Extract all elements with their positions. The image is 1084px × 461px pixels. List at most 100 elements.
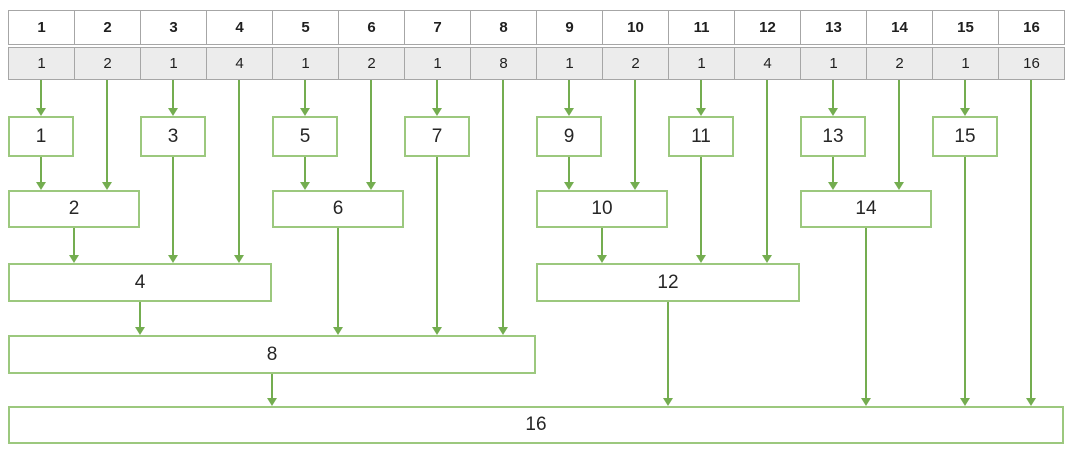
- arrowhead-down-icon: [564, 108, 574, 116]
- tree-box-3: 3: [140, 116, 206, 157]
- tree-box-6: 6: [272, 190, 404, 228]
- arrowhead-down-icon: [828, 108, 838, 116]
- arrowhead-down-icon: [135, 327, 145, 335]
- arrow-box12-to-box16: [663, 302, 673, 406]
- arrow-stem: [568, 157, 570, 182]
- arrowhead-down-icon: [894, 182, 904, 190]
- arrowhead-down-icon: [1026, 398, 1036, 406]
- tree-box-16: 16: [8, 406, 1064, 444]
- tree-box-1: 1: [8, 116, 74, 157]
- value-cell: 2: [338, 47, 405, 80]
- arrowhead-down-icon: [762, 255, 772, 263]
- tree-box-13: 13: [800, 116, 866, 157]
- arrow-stem: [436, 157, 438, 327]
- arrowhead-down-icon: [168, 255, 178, 263]
- arrow-col11-to-box11: [696, 80, 706, 116]
- arrow-stem: [40, 157, 42, 182]
- tree-box-10: 10: [536, 190, 668, 228]
- arrow-box9-to-box10: [564, 157, 574, 190]
- arrow-col8-to-box8: [498, 80, 508, 335]
- value-cell: 2: [602, 47, 669, 80]
- value-cell: 1: [668, 47, 735, 80]
- value-cell: 1: [8, 47, 75, 80]
- arrow-stem: [832, 80, 834, 108]
- value-cell: 2: [866, 47, 933, 80]
- arrowhead-down-icon: [498, 327, 508, 335]
- arrow-col5-to-box5: [300, 80, 310, 116]
- arrowhead-down-icon: [564, 182, 574, 190]
- arrowhead-down-icon: [69, 255, 79, 263]
- arrowhead-down-icon: [696, 255, 706, 263]
- arrow-col7-to-box7: [432, 80, 442, 116]
- index-cell: 4: [206, 10, 273, 45]
- value-cell: 16: [998, 47, 1065, 80]
- arrow-stem: [436, 80, 438, 108]
- arrow-stem: [139, 302, 141, 327]
- arrow-box13-to-box14: [828, 157, 838, 190]
- arrowhead-down-icon: [432, 108, 442, 116]
- arrow-stem: [1030, 80, 1032, 398]
- index-cell: 6: [338, 10, 405, 45]
- arrow-box5-to-box6: [300, 157, 310, 190]
- arrow-col9-to-box9: [564, 80, 574, 116]
- value-cell: 1: [932, 47, 999, 80]
- arrow-stem: [865, 228, 867, 398]
- arrowhead-down-icon: [432, 327, 442, 335]
- arrow-stem: [172, 80, 174, 108]
- value-cell: 1: [800, 47, 867, 80]
- arrow-stem: [106, 80, 108, 182]
- arrow-stem: [238, 80, 240, 255]
- arrow-col13-to-box13: [828, 80, 838, 116]
- arrowhead-down-icon: [366, 182, 376, 190]
- arrowhead-down-icon: [36, 182, 46, 190]
- arrowhead-down-icon: [168, 108, 178, 116]
- value-cell: 1: [272, 47, 339, 80]
- arrowhead-down-icon: [630, 182, 640, 190]
- tree-box-14: 14: [800, 190, 932, 228]
- index-cell: 12: [734, 10, 801, 45]
- tree-box-2: 2: [8, 190, 140, 228]
- index-cell: 8: [470, 10, 537, 45]
- arrow-stem: [337, 228, 339, 327]
- value-cell: 1: [404, 47, 471, 80]
- index-cell: 9: [536, 10, 603, 45]
- arrow-box14-to-box16: [861, 228, 871, 406]
- arrow-stem: [370, 80, 372, 182]
- arrowhead-down-icon: [36, 108, 46, 116]
- tree-box-15: 15: [932, 116, 998, 157]
- arrowhead-down-icon: [267, 398, 277, 406]
- arrowhead-down-icon: [861, 398, 871, 406]
- arrow-box10-to-box12: [597, 228, 607, 263]
- arrowhead-down-icon: [234, 255, 244, 263]
- arrow-stem: [568, 80, 570, 108]
- arrow-box6-to-box8: [333, 228, 343, 335]
- arrowhead-down-icon: [696, 108, 706, 116]
- index-cell: 11: [668, 10, 735, 45]
- index-cell: 2: [74, 10, 141, 45]
- value-cell: 4: [206, 47, 273, 80]
- value-cell: 1: [536, 47, 603, 80]
- arrow-col4-to-box4: [234, 80, 244, 263]
- index-cell: 10: [602, 10, 669, 45]
- arrow-box11-to-box12: [696, 157, 706, 263]
- value-cell: 4: [734, 47, 801, 80]
- arrowhead-down-icon: [102, 182, 112, 190]
- arrowhead-down-icon: [828, 182, 838, 190]
- arrow-stem: [502, 80, 504, 327]
- arrow-box7-to-box8: [432, 157, 442, 335]
- arrowhead-down-icon: [960, 398, 970, 406]
- arrow-col2-to-box2: [102, 80, 112, 190]
- arrow-box8-to-box16: [267, 374, 277, 406]
- tree-box-5: 5: [272, 116, 338, 157]
- arrowhead-down-icon: [597, 255, 607, 263]
- arrow-col16-to-box16: [1026, 80, 1036, 406]
- arrow-stem: [667, 302, 669, 398]
- arrow-col6-to-box6: [366, 80, 376, 190]
- arrow-col10-to-box10: [630, 80, 640, 190]
- arrow-stem: [271, 374, 273, 398]
- arrow-box1-to-box2: [36, 157, 46, 190]
